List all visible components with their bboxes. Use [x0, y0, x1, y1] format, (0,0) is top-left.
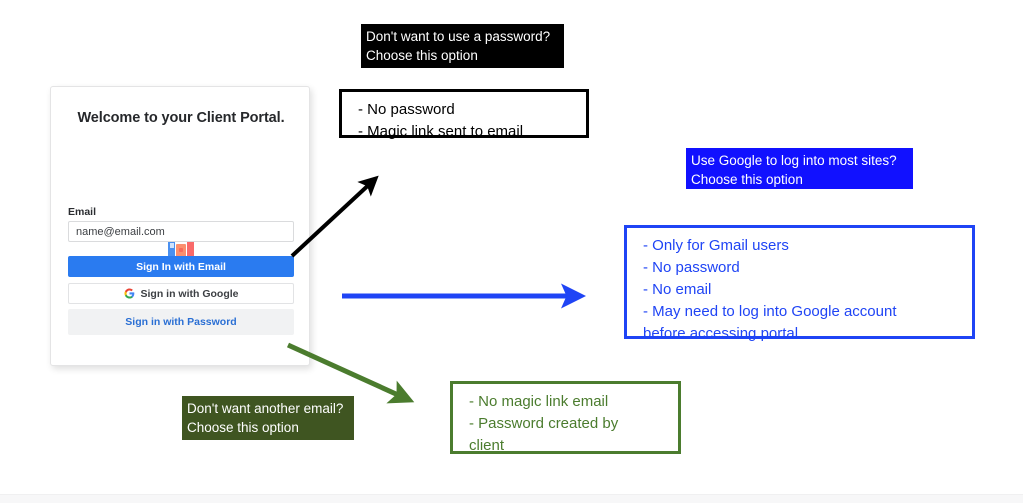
google-sign-in-button[interactable]: Sign in with Google	[68, 283, 294, 304]
google-sign-in-label: Sign in with Google	[140, 287, 239, 300]
book-orange	[176, 244, 186, 263]
email-sign-in-label: Sign In with Email	[136, 260, 226, 273]
blue-details-box: - Only for Gmail users - No password - N…	[624, 225, 975, 342]
black-details-box: - No password - Magic link sent to email	[339, 89, 589, 140]
email-sign-in-button[interactable]: Sign In with Email	[68, 256, 294, 277]
email-input[interactable]	[68, 221, 294, 242]
google-g-icon	[123, 288, 135, 299]
password-sign-in-button[interactable]: Sign in with Password	[68, 309, 294, 335]
email-field-label: Email	[68, 206, 97, 218]
page-title: Welcome to your Client Portal.	[77, 110, 285, 126]
book-red	[187, 239, 194, 263]
book-blue	[168, 240, 175, 263]
blue-annotation-label: Use Google to log into most sites? Choos…	[686, 148, 913, 189]
black-annotation-label: Don't want to use a password? Choose thi…	[361, 24, 564, 68]
client-portal-login-card: Welcome to your Client Portal. Email Sig…	[50, 86, 310, 366]
page-bottom-edge	[0, 494, 1023, 503]
password-sign-in-label: Sign in with Password	[125, 316, 237, 328]
green-annotation-label: Don't want another email? Choose this op…	[182, 396, 354, 440]
green-details-box: - No magic link email - Password created…	[450, 381, 681, 454]
